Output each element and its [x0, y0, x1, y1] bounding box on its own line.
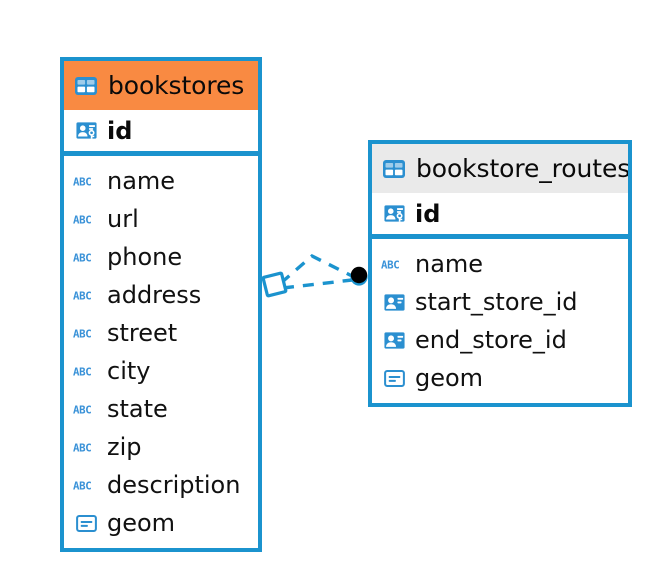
- field-label: address: [107, 281, 202, 309]
- field-row-geom[interactable]: geom: [64, 504, 258, 542]
- field-list-bookstores: ABC name ABC url ABC p: [64, 156, 258, 548]
- foreign-key-icon: [381, 327, 407, 353]
- field-row-id[interactable]: id: [372, 193, 628, 239]
- filled-circle-marker[interactable]: [350, 266, 368, 286]
- field-row-city[interactable]: ABC city: [64, 352, 258, 390]
- field-row-street[interactable]: ABC street: [64, 314, 258, 352]
- text-abc-icon: ABC: [73, 320, 99, 346]
- foreign-key-icon: [381, 289, 407, 315]
- field-label: id: [415, 199, 441, 228]
- table-grid-icon: [73, 73, 99, 99]
- geometry-icon: [73, 510, 99, 536]
- field-label: geom: [415, 364, 484, 392]
- entity-title: bookstore_routes: [416, 154, 628, 183]
- svg-text:ABC: ABC: [73, 441, 91, 454]
- entity-table-bookstores[interactable]: bookstores id: [60, 57, 262, 552]
- svg-text:ABC: ABC: [381, 258, 399, 271]
- primary-key-icon: [381, 201, 407, 227]
- field-row-state[interactable]: ABC state: [64, 390, 258, 428]
- svg-text:ABC: ABC: [73, 403, 91, 416]
- field-row-description[interactable]: ABC description: [64, 466, 258, 504]
- field-row-name[interactable]: ABC name: [372, 245, 628, 283]
- text-abc-icon: ABC: [73, 282, 99, 308]
- text-abc-icon: ABC: [73, 168, 99, 194]
- field-label: city: [107, 357, 151, 385]
- field-label: state: [107, 395, 168, 423]
- field-label: description: [107, 471, 241, 499]
- text-abc-icon: ABC: [73, 244, 99, 270]
- entity-title: bookstores: [108, 71, 245, 100]
- svg-text:ABC: ABC: [73, 479, 91, 492]
- table-grid-icon: [381, 156, 407, 182]
- text-abc-icon: ABC: [73, 396, 99, 422]
- field-row-id[interactable]: id: [64, 110, 258, 156]
- field-label: zip: [107, 433, 142, 461]
- field-label: end_store_id: [415, 326, 567, 354]
- diamond-outline-marker[interactable]: [261, 271, 288, 298]
- text-abc-icon: ABC: [381, 251, 407, 277]
- text-abc-icon: ABC: [73, 472, 99, 498]
- field-row-url[interactable]: ABC url: [64, 200, 258, 238]
- svg-text:ABC: ABC: [73, 213, 91, 226]
- field-row-geom[interactable]: geom: [372, 359, 628, 397]
- field-list-bookstore-routes: ABC name start_store_id: [372, 239, 628, 403]
- text-abc-icon: ABC: [73, 358, 99, 384]
- field-label: geom: [107, 509, 176, 537]
- svg-text:ABC: ABC: [73, 175, 91, 188]
- text-abc-icon: ABC: [73, 206, 99, 232]
- svg-text:ABC: ABC: [73, 327, 91, 340]
- field-row-address[interactable]: ABC address: [64, 276, 258, 314]
- entity-header-bookstores[interactable]: bookstores: [64, 61, 258, 110]
- svg-text:ABC: ABC: [73, 251, 91, 264]
- primary-key-icon: [73, 118, 99, 144]
- entity-table-bookstore-routes[interactable]: bookstore_routes id: [368, 140, 632, 407]
- field-label: name: [107, 167, 176, 195]
- field-row-end-store-id[interactable]: end_store_id: [372, 321, 628, 359]
- svg-text:ABC: ABC: [73, 289, 91, 302]
- text-abc-icon: ABC: [73, 434, 99, 460]
- geometry-icon: [381, 365, 407, 391]
- field-row-zip[interactable]: ABC zip: [64, 428, 258, 466]
- field-label: name: [415, 250, 484, 278]
- field-label: start_store_id: [415, 288, 578, 316]
- field-label: street: [107, 319, 178, 347]
- field-label: url: [107, 205, 139, 233]
- field-label: id: [107, 116, 133, 145]
- field-label: phone: [107, 243, 183, 271]
- relationship-line-arched: [279, 253, 353, 285]
- relationship-line-straight: [282, 278, 353, 290]
- svg-text:ABC: ABC: [73, 365, 91, 378]
- field-row-name[interactable]: ABC name: [64, 162, 258, 200]
- field-row-phone[interactable]: ABC phone: [64, 238, 258, 276]
- entity-header-bookstore-routes[interactable]: bookstore_routes: [372, 144, 628, 193]
- field-row-start-store-id[interactable]: start_store_id: [372, 283, 628, 321]
